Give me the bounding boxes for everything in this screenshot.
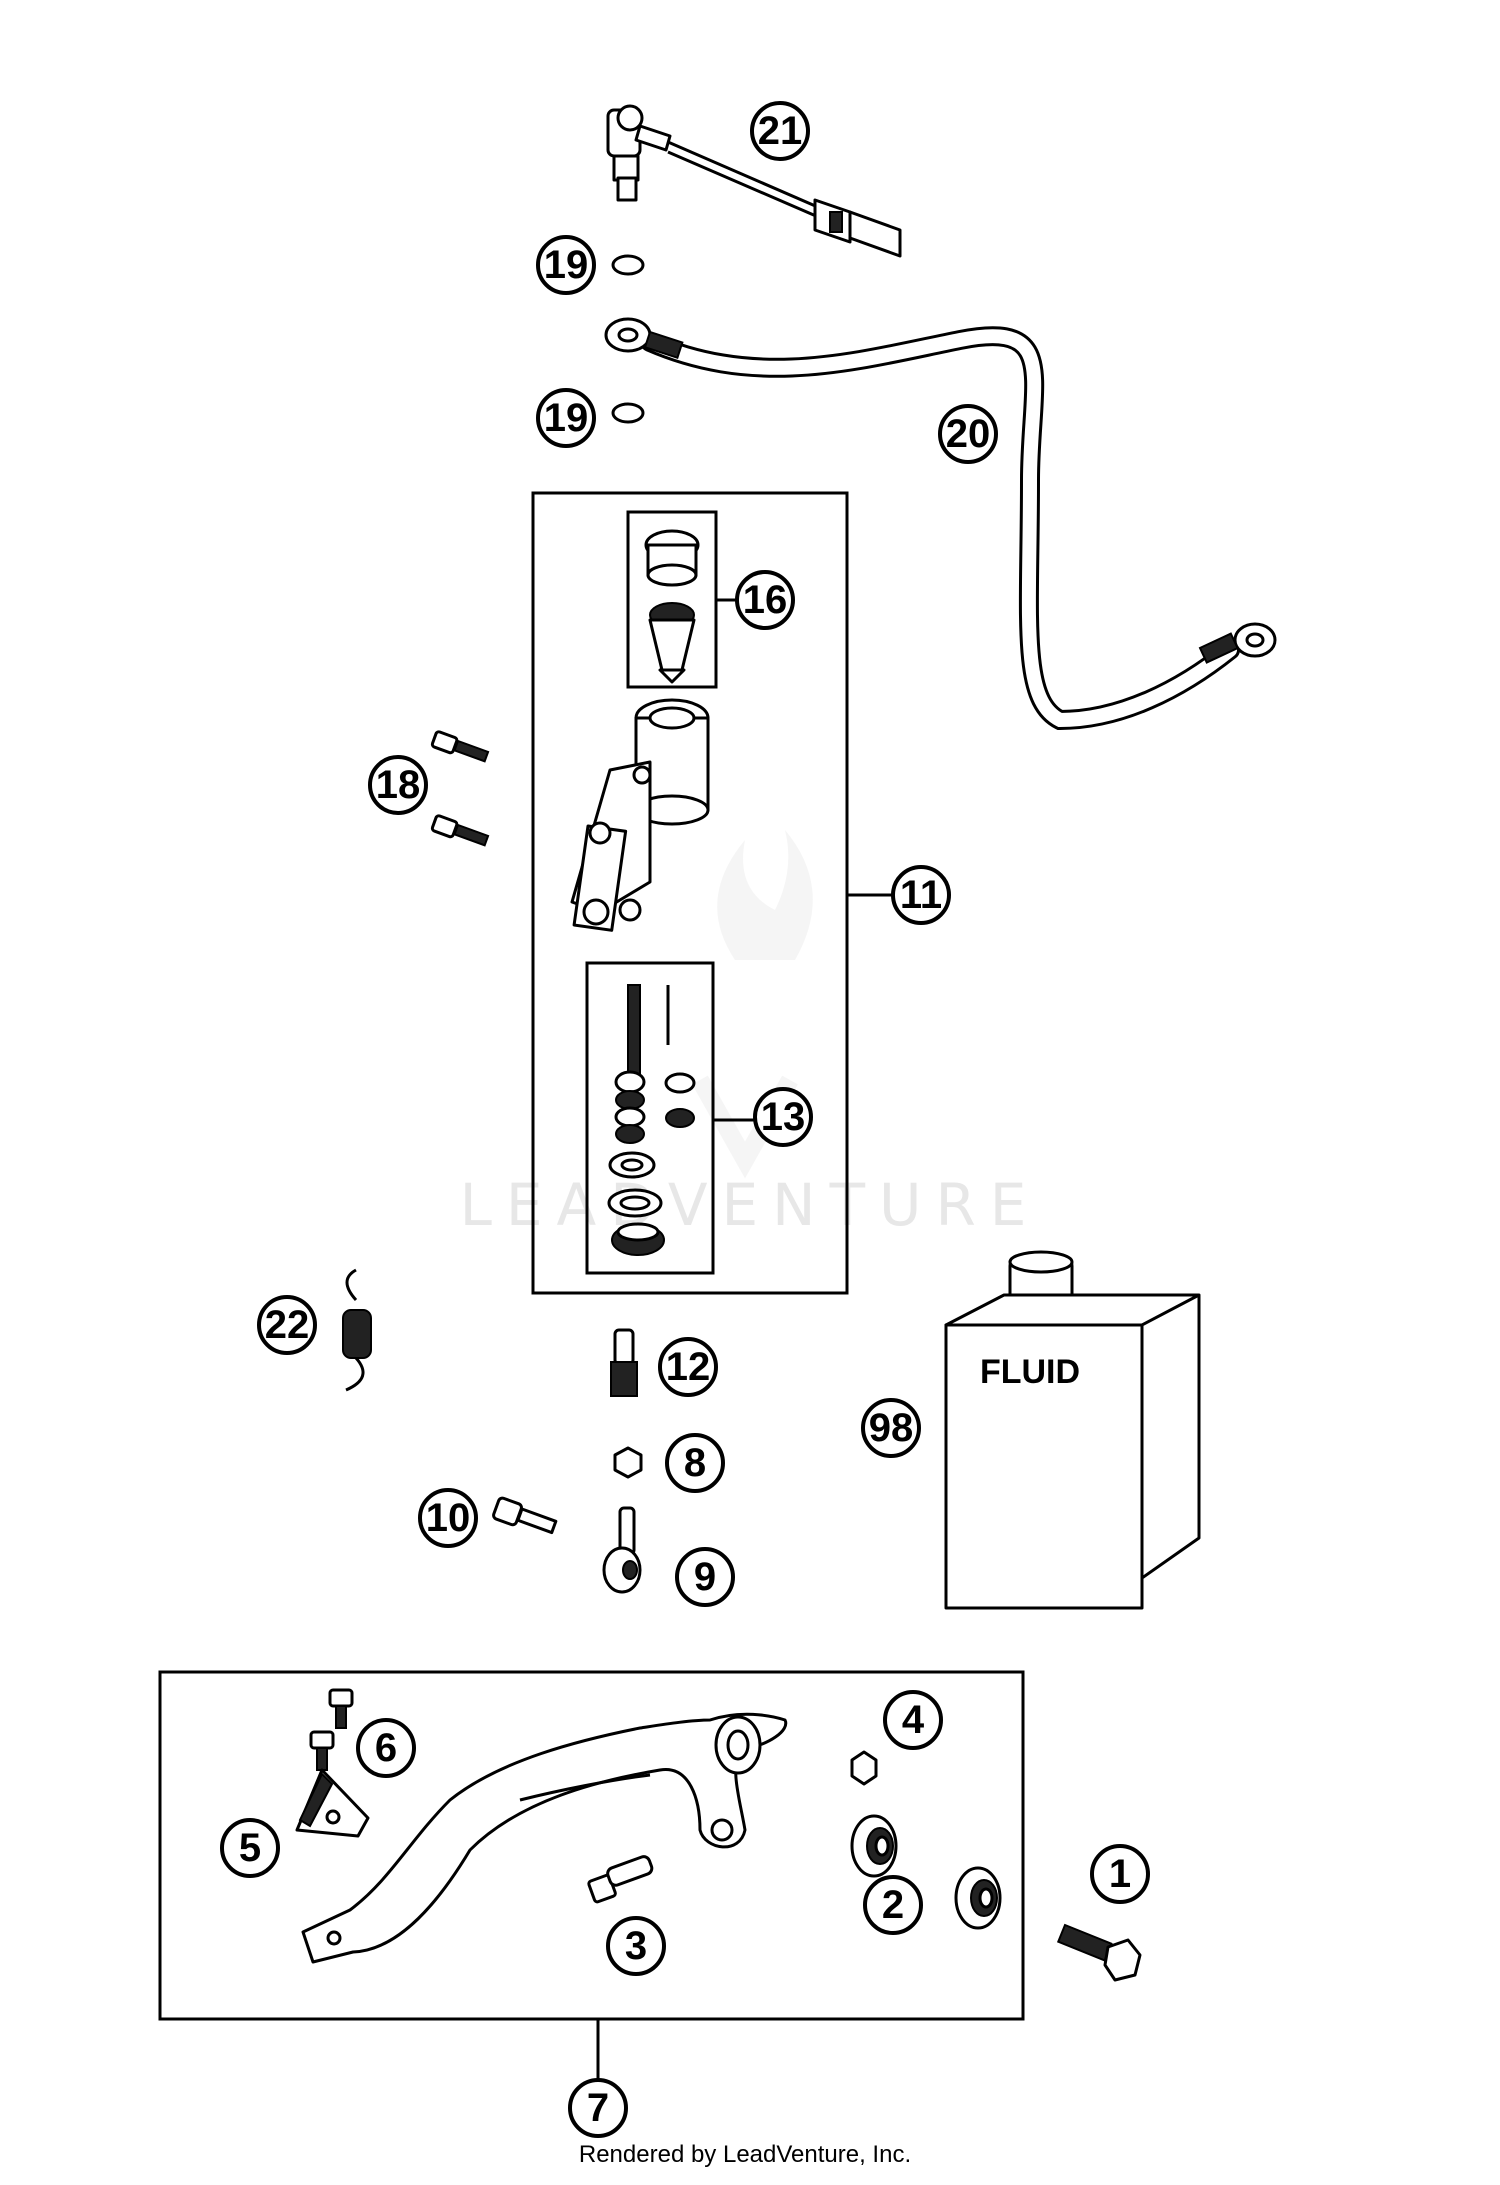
- part-7-brake-pedal: [301, 1712, 788, 1964]
- callout-8[interactable]: 8: [665, 1433, 725, 1493]
- callout-19-lower[interactable]: 19: [536, 388, 596, 448]
- callout-21[interactable]: 21: [750, 101, 810, 161]
- part-13-rebuild-kit: [607, 984, 696, 1256]
- callout-10[interactable]: 10: [418, 1488, 478, 1548]
- svg-text:8: 8: [684, 1441, 706, 1485]
- svg-text:4: 4: [902, 1698, 925, 1742]
- part-19-washer-lower: [611, 402, 645, 424]
- part-20-brake-hose: [604, 317, 1277, 731]
- svg-text:16: 16: [743, 578, 788, 622]
- part-7-group-box: [158, 1670, 1025, 2021]
- part-10-bolt: [492, 1496, 558, 1535]
- svg-text:13: 13: [761, 1095, 806, 1139]
- callout-2[interactable]: 2: [863, 1875, 923, 1935]
- part-12-bleeder: [610, 1328, 638, 1397]
- callout-13[interactable]: 13: [753, 1087, 813, 1147]
- part-21-sensor-cable: [606, 104, 902, 258]
- callout-7[interactable]: 7: [568, 2078, 628, 2138]
- svg-text:10: 10: [426, 1496, 471, 1540]
- callout-3[interactable]: 3: [606, 1916, 666, 1976]
- svg-text:22: 22: [265, 1303, 310, 1347]
- svg-text:98: 98: [869, 1406, 914, 1450]
- callout-19-upper[interactable]: 19: [536, 235, 596, 295]
- part-4-nut: [850, 1750, 878, 1786]
- watermark-text: LEADVENTURE: [460, 1171, 1041, 1239]
- svg-text:21: 21: [758, 109, 803, 153]
- part-13-sub-box: [585, 961, 715, 1275]
- svg-text:11: 11: [900, 873, 942, 917]
- svg-text:19: 19: [544, 243, 589, 287]
- part-8-nut: [613, 1446, 643, 1479]
- part-5-pedal-tip: [295, 1768, 370, 1838]
- callout-6[interactable]: 6: [356, 1718, 416, 1778]
- part-22-spring: [342, 1268, 372, 1392]
- part-3-bushing: [587, 1855, 654, 1904]
- callout-16[interactable]: 16: [735, 570, 795, 630]
- part-11-group-box: [531, 491, 849, 1295]
- part-1-bolt: [1056, 1923, 1142, 1982]
- callout-5[interactable]: 5: [220, 1818, 280, 1878]
- part-9-clevis: [602, 1506, 642, 1594]
- svg-text:2: 2: [882, 1883, 904, 1927]
- svg-text:1: 1: [1109, 1852, 1131, 1896]
- svg-text:18: 18: [376, 763, 421, 807]
- svg-text:6: 6: [375, 1726, 397, 1770]
- svg-text:20: 20: [946, 412, 991, 456]
- callout-1[interactable]: 1: [1090, 1844, 1150, 1904]
- callout-9[interactable]: 9: [675, 1547, 735, 1607]
- part-11-master-cylinder: [570, 698, 710, 932]
- callout-11[interactable]: 11: [891, 865, 951, 925]
- part-18-bolts: [430, 730, 490, 847]
- part-16-cap: [644, 529, 700, 684]
- part-6-bolts: [309, 1688, 354, 1771]
- svg-text:7: 7: [587, 2086, 609, 2130]
- svg-text:12: 12: [666, 1345, 711, 1389]
- part-98-fluid-bottle: FLUID: [944, 1250, 1201, 1610]
- callout-22[interactable]: 22: [257, 1295, 317, 1355]
- svg-text:3: 3: [625, 1924, 647, 1968]
- part-2-bearings: [850, 1814, 1002, 1930]
- callout-20[interactable]: 20: [938, 404, 998, 464]
- footer-credit: Rendered by LeadVenture, Inc.: [579, 2141, 911, 2168]
- callout-12[interactable]: 12: [658, 1337, 718, 1397]
- callout-4[interactable]: 4: [883, 1690, 943, 1750]
- svg-text:5: 5: [239, 1826, 261, 1870]
- part-19-washer-upper: [611, 254, 645, 276]
- callout-98[interactable]: 98: [861, 1398, 921, 1458]
- svg-text:19: 19: [544, 396, 589, 440]
- svg-text:9: 9: [694, 1555, 716, 1599]
- callout-18[interactable]: 18: [368, 755, 428, 815]
- fluid-label: FLUID: [980, 1353, 1080, 1391]
